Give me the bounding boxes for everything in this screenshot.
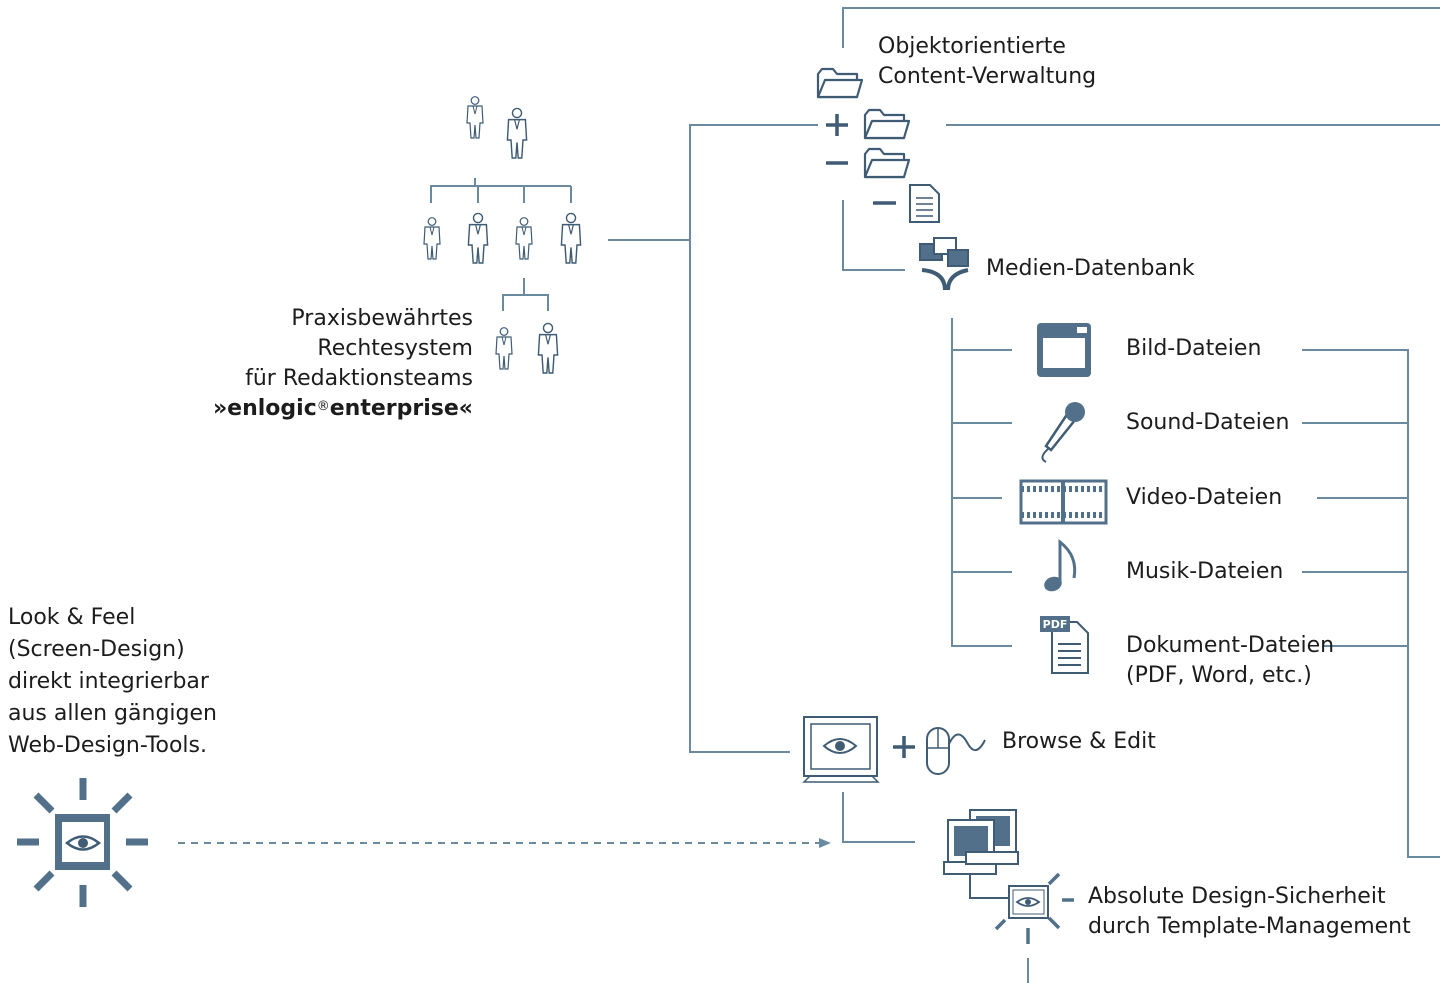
mouse-icon	[893, 727, 986, 775]
dotted-arrow	[178, 838, 831, 848]
document-files-label: Dokument-Dateien (PDF, Word, etc.)	[1126, 633, 1335, 688]
design-security-label: Absolute Design-Sicherheit durch Templat…	[1088, 884, 1411, 939]
pdf-badge-text: PDF	[1043, 618, 1068, 631]
pdf-document-icon: PDF	[1040, 616, 1089, 674]
film-strip-icon	[1019, 479, 1108, 525]
music-note-icon	[1044, 538, 1077, 592]
rights-system-label: Praxisbewährtes Rechtesystem für Redakti…	[213, 304, 473, 424]
media-database-icon	[919, 237, 969, 291]
sound-files-label: Sound-Dateien	[1126, 410, 1290, 435]
eye-burst-icon	[17, 778, 148, 907]
music-files-label: Musik-Dateien	[1126, 559, 1284, 584]
folder-icon	[816, 67, 863, 99]
image-file-icon	[1037, 323, 1091, 377]
connector-lines	[430, 7, 1440, 983]
design-eye-icon	[994, 872, 1074, 944]
folder-plus-icon	[826, 108, 910, 140]
computers-icon	[943, 809, 1019, 899]
image-files-label: Bild-Dateien	[1126, 336, 1262, 361]
media-database-label: Medien-Datenbank	[986, 256, 1195, 281]
document-minus-icon	[873, 184, 940, 223]
video-files-label: Video-Dateien	[1126, 485, 1283, 510]
microphone-icon	[1041, 402, 1085, 463]
product-name: »enlogic®enterprise«	[212, 396, 473, 421]
content-management-label: Objektorientierte Content-Verwaltung	[878, 34, 1097, 89]
monitor-eye-icon	[802, 716, 880, 783]
look-and-feel-label: Look & Feel (Screen-Design) direkt integ…	[8, 605, 217, 758]
folder-minus-icon	[826, 147, 910, 179]
browse-edit-label: Browse & Edit	[1002, 729, 1156, 754]
